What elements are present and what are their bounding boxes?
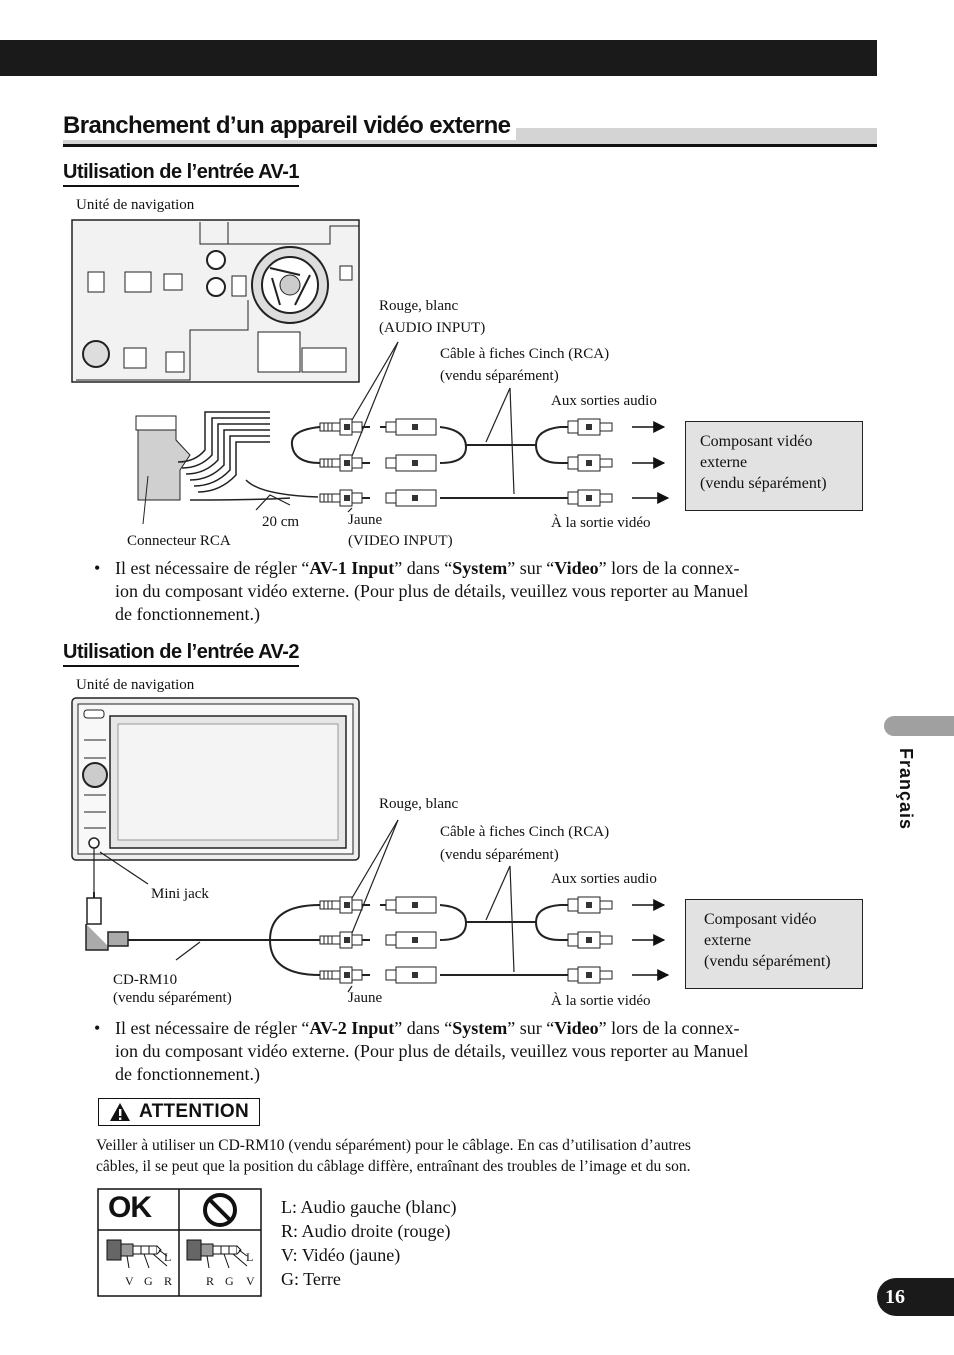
av1-navigation-unit-rear [71,219,360,383]
av1-label-rca-connector: Connecteur RCA [127,533,231,549]
av2-label-video-out: À la sortie vidéo [551,993,651,1009]
av2-navigation-unit-front [71,697,360,861]
av1-component-line-1: Composant vidéo [700,433,813,450]
warning-icon [110,1103,130,1121]
header-bar [0,40,877,76]
av2-component-line-1: Composant vidéo [704,911,817,928]
ok-letter-b: G [144,1274,153,1288]
av1-component-box: Composant vidéo externe (vendu séparémen… [685,421,863,511]
av2-component-box: Composant vidéo externe (vendu séparémen… [685,899,863,989]
av2-label-mini-jack: Mini jack [151,886,209,902]
av1-label-cable: Câble à fiches Cinch (RCA) [440,346,610,362]
av2-note: Il est nécessaire de régler “AV-2 Input”… [115,1018,749,1084]
av1-label-cable-sold: (vendu séparément) [440,368,559,384]
ok-letter-c: R [164,1274,173,1288]
av2-mini-jack-cable [85,848,561,976]
av2-heading: Utilisation de l’entrée AV-2 [63,641,300,667]
av1-label-20cm: 20 cm [262,514,300,530]
plug-table [97,1188,262,1297]
ng-letter-l: L [246,1250,254,1264]
prohibited-icon [203,1193,237,1227]
av1-label-audio-out: Aux sorties audio [551,393,657,409]
av1-label-video-input: (VIDEO INPUT) [348,533,453,549]
legend-item: L: Audio gauche (blanc) [281,1197,457,1217]
language-tab: Français [896,748,916,831]
ng-letter-c: V [246,1274,255,1288]
section-title: Branchement d’un appareil vidéo externe [63,112,517,140]
av2-component-line-2: externe [704,932,752,949]
av1-label-yellow: Jaune [348,512,383,528]
av1-label-audio-input: (AUDIO INPUT) [379,320,486,336]
av1-label-audio: Rouge, blanc [379,298,459,314]
ng-letter-b: G [225,1274,234,1288]
legend-item: G: Terre [281,1269,341,1289]
av2-label-cable: Câble à fiches Cinch (RCA) [440,824,610,840]
av1-component-line-3: (vendu séparément) [700,475,827,492]
legend-item: V: Vidéo (jaune) [281,1245,401,1265]
ng-letter-a: R [206,1274,215,1288]
legend-item: R: Audio droite (rouge) [281,1221,451,1241]
av2-nav-unit-label: Unité de navigation [76,677,195,693]
ok-plug-icon [106,1239,168,1269]
page-number: 16 [877,1278,954,1316]
language-tab-marker [884,716,954,736]
ok-label: OK [108,1191,152,1224]
av2-component-line-3: (vendu séparément) [704,953,831,970]
ok-letter-a: V [125,1274,134,1288]
av1-label-video-out: À la sortie vidéo [551,515,651,531]
av1-rca-connector [135,411,319,525]
section-heading: Branchement d’un appareil vidéo externe [63,112,877,147]
av1-cables [290,426,561,499]
av2-label-audio: Rouge, blanc [379,796,459,812]
av1-note-bullet: • [94,558,101,578]
plug-legend: L: Audio gauche (blanc) R: Audio droite … [281,1195,456,1291]
av1-component-line-2: externe [700,454,748,471]
av2-label-cdrm10-sold: (vendu séparément) [113,990,232,1006]
av1-heading: Utilisation de l’entrée AV-1 [63,161,300,187]
av1-nav-unit-label: Unité de navigation [76,197,195,213]
av2-label-audio-out: Aux sorties audio [551,871,657,887]
av2-label-cable-sold: (vendu séparément) [440,847,559,863]
av2-label-cdrm10: CD-RM10 [113,972,178,988]
av2-note-bullet: • [94,1018,101,1038]
av2-label-yellow: Jaune [348,990,383,1006]
attention-label: ATTENTION [139,1101,250,1122]
ng-plug-icon [186,1239,248,1269]
av1-note: Il est nécessaire de régler “AV-1 Input”… [115,558,749,624]
ok-letter-l: L [164,1250,172,1264]
attention-text: Veiller à utiliser un CD-RM10 (vendu sép… [96,1137,691,1175]
attention-badge: ATTENTION [98,1098,260,1126]
